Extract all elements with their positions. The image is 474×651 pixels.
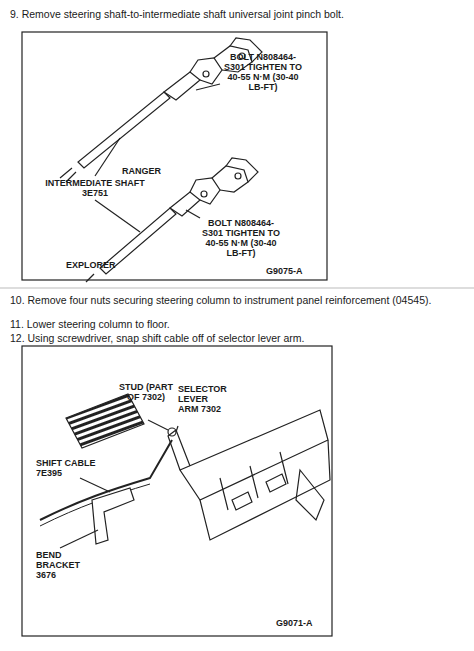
callout-label: SHIFT CABLE 7E395 (36, 458, 108, 478)
model-label: EXPLORER (66, 260, 116, 270)
step-text: 10. Remove four nuts securing steering c… (10, 294, 470, 307)
leader-line (148, 420, 168, 430)
figure-frame (22, 346, 332, 636)
step-text: 12. Using screwdriver, snap shift cable … (10, 332, 470, 345)
step-text: 11. Lower steering column to floor. (10, 318, 470, 331)
brake-pad (66, 394, 144, 448)
leader-line (80, 478, 110, 492)
leader-line (95, 138, 120, 176)
callout-label: SELECTOR LEVER ARM 7302 (178, 384, 230, 414)
figure-number: G9075-A (266, 266, 303, 276)
page-fold (0, 288, 474, 289)
leader-line (60, 530, 98, 548)
callout-label: STUD (PART OF 7302) (118, 382, 174, 402)
figure-number: G9071-A (276, 618, 313, 628)
figure-frame (22, 32, 327, 280)
leader-line (95, 200, 140, 232)
callout-label: BOLT N808464-S301 TIGHTEN TO 40-55 N·M (… (200, 218, 282, 258)
leader-line (176, 426, 178, 432)
step-text: 9. Remove steering shaft-to-intermediate… (10, 8, 470, 21)
bend-bracket (92, 488, 134, 544)
callout-label: BOLT N808464-S301 TIGHTEN TO 40-55 N·M (… (222, 52, 304, 92)
model-label: RANGER (122, 166, 161, 176)
leader-line (196, 84, 220, 90)
callout-label: INTERMEDIATE SHAFT 3E751 (36, 178, 154, 198)
leader-line (186, 210, 200, 218)
callout-label: BEND BRACKET 3676 (36, 550, 98, 580)
selector-mechanism (168, 410, 330, 540)
